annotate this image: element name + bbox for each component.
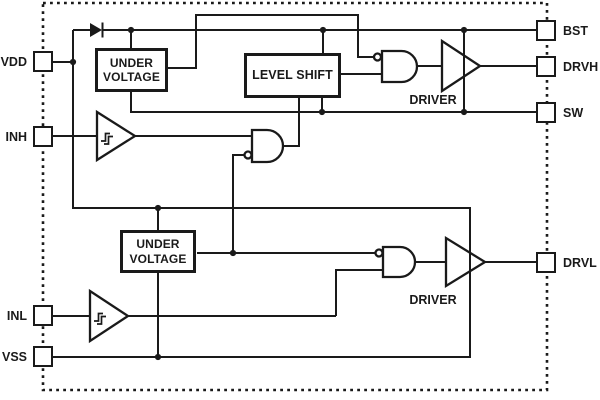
pin-label-inh: INH xyxy=(5,130,27,144)
under-voltage-block-high: UNDER VOLTAGE xyxy=(95,48,168,92)
pin-label-vdd: VDD xyxy=(0,55,27,69)
pin-square-inh xyxy=(33,126,53,147)
pin-square-drvl xyxy=(536,252,556,273)
inverter-bubble-icon xyxy=(243,150,253,160)
block-label: UNDER xyxy=(109,55,154,70)
pin-square-inl xyxy=(33,305,53,326)
driver-triangle-high-icon xyxy=(440,38,483,94)
pin-label-sw: SW xyxy=(563,106,584,120)
pin-square-vss xyxy=(33,346,53,367)
inverter-bubble-icon xyxy=(374,248,384,258)
pin-square-sw xyxy=(536,102,556,123)
block-label: VOLTAGE xyxy=(129,251,187,266)
pin-label-bst: BST xyxy=(563,24,588,38)
and-gate-low-icon xyxy=(381,245,417,279)
hysteresis-glyph xyxy=(94,312,106,325)
driver-label-low: DRIVER xyxy=(409,293,457,307)
wire-net xyxy=(53,14,536,358)
pin-label-vss: VSS xyxy=(1,350,27,364)
pin-label-drvh: DRVH xyxy=(563,60,599,74)
pin-square-vdd xyxy=(33,51,53,72)
block-label: UNDER xyxy=(136,237,180,252)
block-label: LEVEL SHIFT xyxy=(252,68,333,82)
under-voltage-block-low: UNDER VOLTAGE xyxy=(120,230,196,273)
ic-boundary-dashed-border xyxy=(41,1,549,392)
and-gate-mid-icon xyxy=(250,128,285,164)
hysteresis-glyph xyxy=(101,132,113,145)
driver-label-high: DRIVER xyxy=(409,93,457,107)
diode-icon xyxy=(90,23,102,37)
pin-square-bst xyxy=(536,20,556,41)
junction-dots xyxy=(69,26,468,361)
schmitt-trigger-low-icon xyxy=(88,288,131,344)
pin-label-drvl: DRVL xyxy=(563,256,597,270)
block-label: VOLTAGE xyxy=(103,70,160,84)
level-shift-block: LEVEL SHIFT xyxy=(244,53,341,98)
pin-label-inl: INL xyxy=(6,309,27,323)
driver-triangle-low-icon xyxy=(444,235,488,289)
inverter-bubble-icon xyxy=(372,52,383,62)
and-gate-high-icon xyxy=(380,49,419,84)
pin-square-drvh xyxy=(536,56,556,77)
schmitt-trigger-high-icon xyxy=(95,109,138,163)
